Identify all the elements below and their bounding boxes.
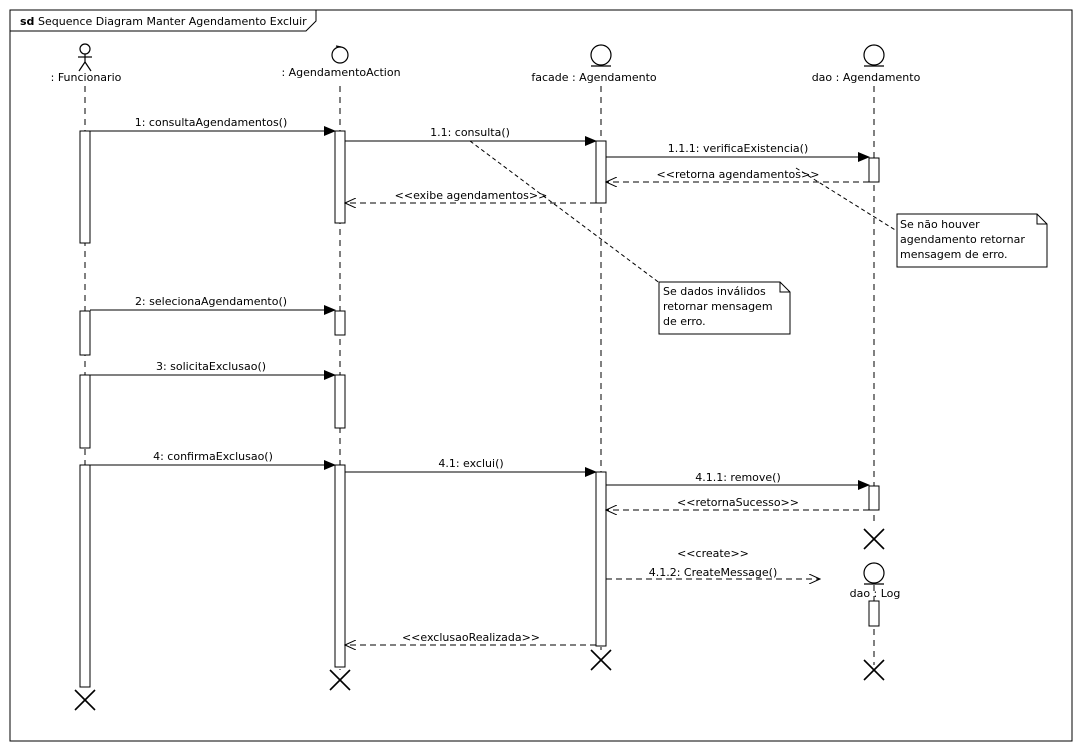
message-label: 1.1.1: verificaExistencia() [668,142,809,155]
lifeline-label-facade: facade : Agendamento [531,71,657,84]
message-label: 1.1: consulta() [430,126,510,139]
svg-text:Se dados inválidos: Se dados inválidos [663,285,766,298]
entity-icon-dao[interactable] [863,44,885,67]
note-dao: Se não houver agendamento retornar mensa… [896,213,1048,268]
message-label: 1: consultaAgendamentos() [135,116,288,129]
actor-icon[interactable] [78,43,92,72]
message-label: <<exibe agendamentos>> [395,189,548,202]
lifeline-label-funcionario: : Funcionario [51,71,122,84]
message-label: <<retornaSucesso>> [677,496,799,509]
lifeline-label-action: : AgendamentoAction [281,66,400,79]
note-facade: Se dados inválidos retornar mensagem de … [658,281,791,335]
message-label: 2: selecionaAgendamento() [135,295,287,308]
entity-icon-log[interactable] [863,562,885,585]
activation-bars [79,130,880,688]
frame-keyword: sd [20,15,34,28]
entity-icon-facade[interactable] [590,44,612,67]
svg-text:Se não houver: Se não houver [900,218,980,231]
message-label: 4.1: exclui() [438,457,503,470]
message-label: <<exclusaoRealizada>> [402,631,540,644]
lifeline-label-dao: dao : Agendamento [812,71,921,84]
message-label: 3: solicitaExclusao() [156,360,266,373]
message-label: 4.1.2: CreateMessage() [649,566,778,579]
message-lines [90,126,870,645]
message-label: 4.1.1: remove() [695,471,781,484]
message-label: <<retorna agendamentos>> [657,168,820,181]
frame-title: Sequence Diagram Manter Agendamento Excl… [38,15,307,28]
lifeline-label-log: dao : Log [850,587,901,600]
message-label: 4: confirmaExclusao() [153,450,273,463]
destroy-icon [74,528,885,711]
svg-text:de erro.: de erro. [663,315,706,328]
svg-text:retornar mensagem: retornar mensagem [663,300,773,313]
note-connectors [469,140,901,285]
svg-text:mensagem de erro.: mensagem de erro. [900,248,1008,261]
message-stereotype: <<create>> [677,547,749,560]
control-icon[interactable] [331,45,349,64]
frame-tab [10,10,317,32]
svg-text:agendamento retornar: agendamento retornar [900,233,1025,246]
